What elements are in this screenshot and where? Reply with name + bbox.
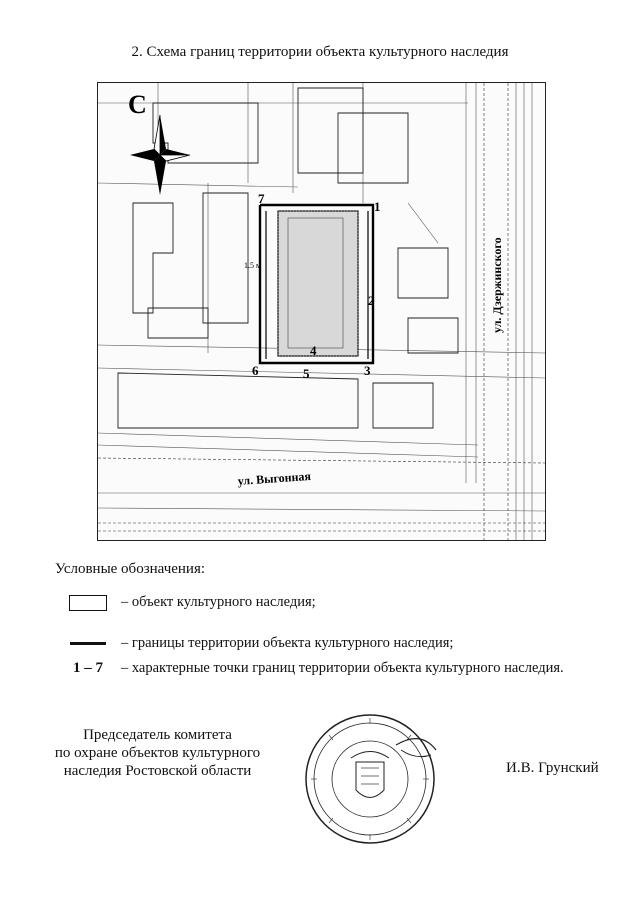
signatory-name: И.В. Грунский xyxy=(506,760,599,776)
position-line-3: наследия Ростовской области xyxy=(63,763,252,779)
point-label-6: 6 xyxy=(252,363,259,378)
street-label-east: ул. Дзержинского xyxy=(490,237,504,333)
point-label-7: 7 xyxy=(258,191,265,206)
compass-rose-icon: С xyxy=(128,90,191,195)
legend-object-symbol xyxy=(69,594,107,611)
surrounding-buildings xyxy=(117,87,459,429)
official-seal-icon xyxy=(305,714,437,844)
legend-item-boundary: – границы территории объекта культурного… xyxy=(55,635,453,652)
point-label-3: 3 xyxy=(364,363,371,378)
point-label-5: 5 xyxy=(303,366,310,381)
legend-points-text: – характерные точки границ территории об… xyxy=(121,660,564,676)
position-line-1: Председатель комитета xyxy=(83,727,232,743)
point-label-1: 1 xyxy=(374,199,381,214)
map-drawing: 1 2 3 4 5 6 7 1.5 м С ул. Дзержинского у… xyxy=(98,83,545,540)
point-label-2: 2 xyxy=(368,293,375,308)
legend-points-symbol: 1 – 7 xyxy=(73,660,103,676)
territory-boundary xyxy=(258,203,375,365)
legend-title: Условные обозначения: xyxy=(55,561,206,577)
legend-boundary-symbol xyxy=(70,642,106,645)
north-label: С xyxy=(128,90,147,119)
boundary-map: 1 2 3 4 5 6 7 1.5 м С ул. Дзержинского у… xyxy=(97,82,546,541)
street-label-south: ул. Выгонная xyxy=(237,469,312,488)
heritage-object xyxy=(277,210,359,357)
dashed-lines xyxy=(98,83,545,540)
page-title: 2. Схема границ территории объекта культ… xyxy=(131,44,509,60)
legend-item-points: 1 – 7 – характерные точки границ террито… xyxy=(55,660,564,677)
legend-object-text: – объект культурного наследия; xyxy=(121,594,316,610)
position-line-2: по охране объектов культурного xyxy=(54,745,261,761)
boundary-detail xyxy=(265,211,369,359)
distance-label: 1.5 м xyxy=(244,261,261,270)
legend-item-object: – объект культурного наследия; xyxy=(55,594,316,611)
point-label-4: 4 xyxy=(310,343,317,358)
legend-boundary-text: – границы территории объекта культурного… xyxy=(121,635,454,651)
survey-lines xyxy=(98,83,545,540)
signatory-position: Председатель комитета по охране объектов… xyxy=(50,726,265,780)
